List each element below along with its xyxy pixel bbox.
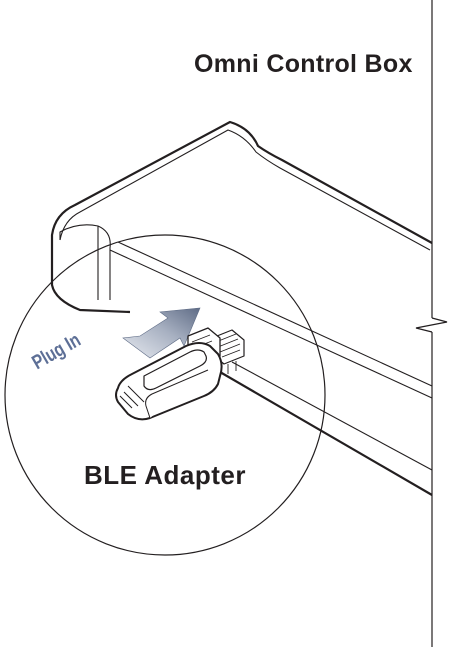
control-box	[52, 122, 432, 495]
edge-break-line	[416, 0, 447, 647]
control-box-label: Omni Control Box	[194, 50, 413, 79]
ble-adapter-label: BLE Adapter	[84, 460, 246, 491]
